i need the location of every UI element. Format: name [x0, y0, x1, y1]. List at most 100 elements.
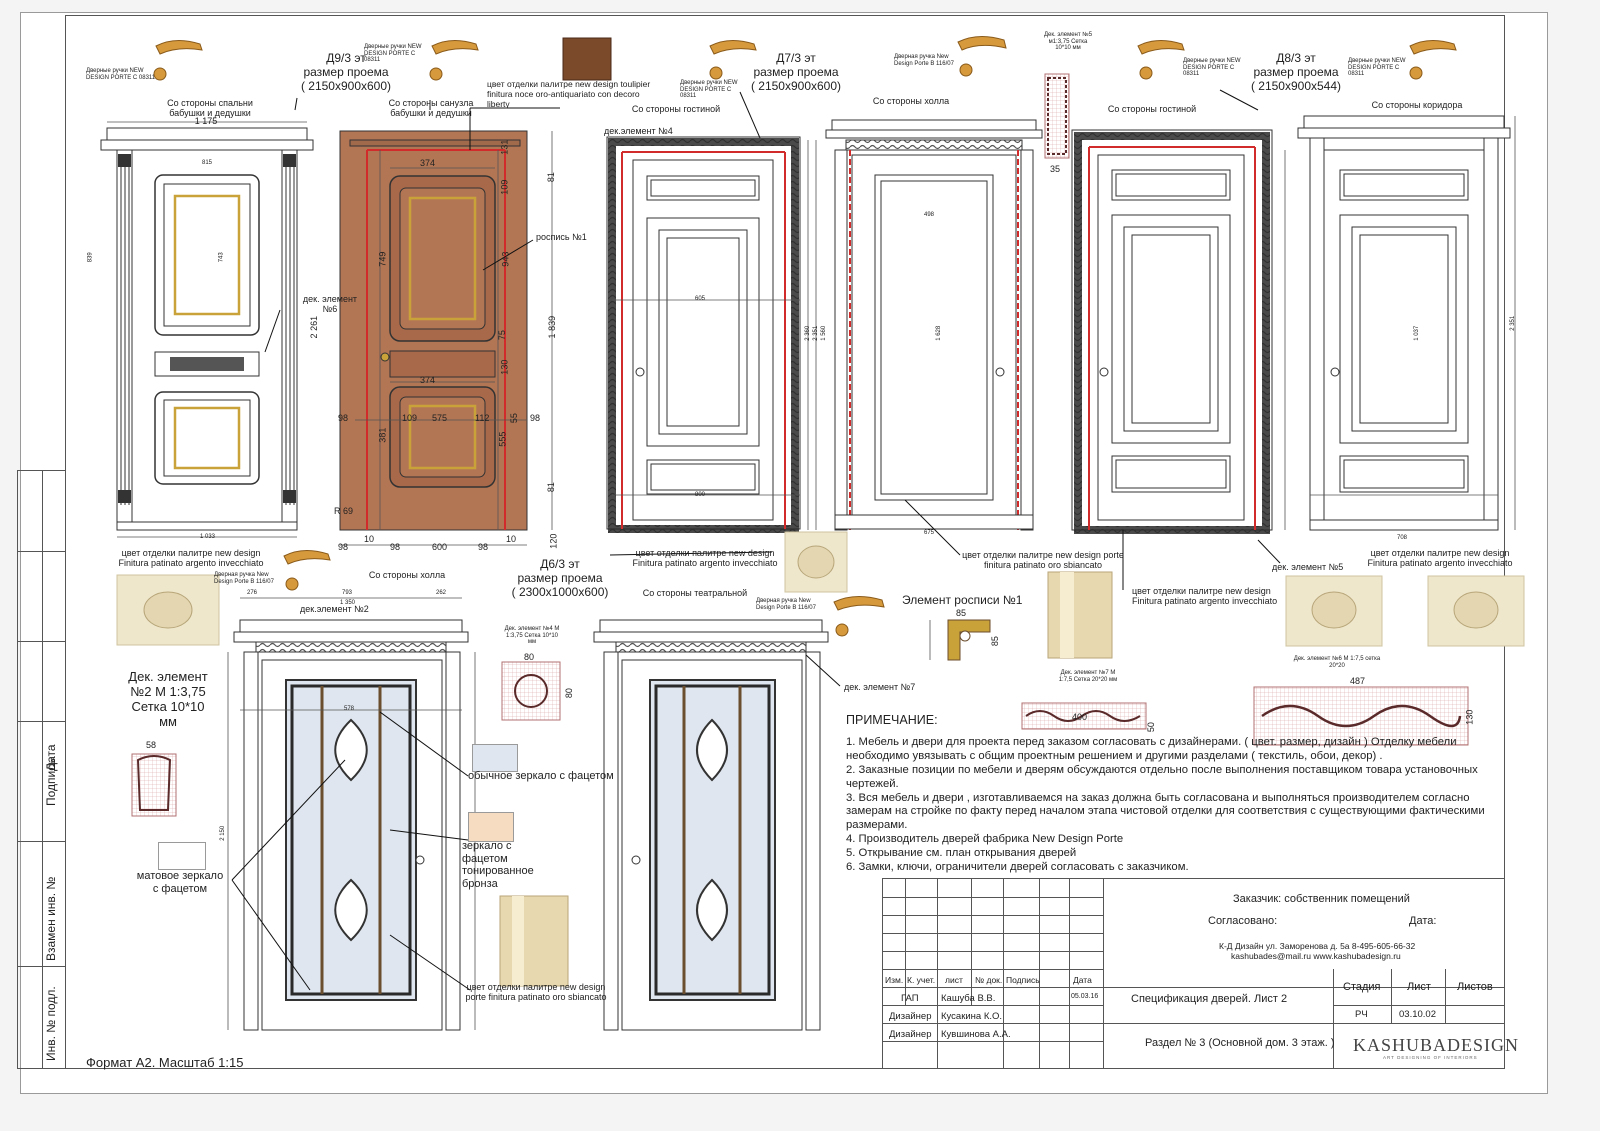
dec6-block-dim: 487 [1350, 676, 1366, 686]
door-d9-front [100, 127, 314, 531]
d9-dim-h3: 743 [218, 252, 225, 263]
dimension-lines [107, 116, 1516, 1030]
tb-row2-role: Дизайнер [889, 1011, 932, 1022]
d6-side-left: Со стороны холла [368, 570, 446, 580]
d7-handle-label-2: Дверная ручка New Design Porte В 116/07 [894, 54, 954, 67]
d9-dim-c: 575 [432, 413, 448, 423]
d9-dim-h: 1 839 [547, 315, 558, 339]
tb-section: Раздел № 3 (Основной дом. 3 этаж. ) [1145, 1037, 1335, 1049]
d9-finish-bottom: цвет отделки палитре new design Finitura… [118, 548, 264, 569]
tb-row3-role: Дизайнер [889, 1029, 932, 1040]
d7-dec5-dim: 35 [1050, 164, 1061, 174]
d9-handle-label: Дверные ручки NEW DESIGN PORTE C 08311 [86, 68, 156, 81]
d8-dim-a: 2 351 [1510, 315, 1517, 331]
tb-stage-label: Стадия [1343, 981, 1381, 993]
door-d6-front [233, 619, 469, 1031]
tb-col-6: Дата [1073, 975, 1092, 985]
tb-stage: РЧ [1355, 1009, 1368, 1020]
d9-dim-i5: 98 [478, 542, 489, 552]
notes-block: ПРИМЕЧАНИЕ: 1. Мебель и двери для проект… [846, 713, 1506, 875]
d9-dim-j: 600 [432, 542, 448, 552]
tb-customer: Заказчик: собственник помещений [1233, 893, 1410, 905]
d8-finish-right: цвет отделки палитре new design Finitura… [1367, 548, 1513, 569]
d9-finish-top: цвет отделки палитре new design toulipie… [487, 79, 651, 109]
d8-handle-label: Дверные ручки NEW DESIGN PORTE C 08311 [1183, 58, 1241, 78]
d9-dim-o: 81 [545, 172, 556, 183]
d8-subtitle: размер проема [1253, 65, 1339, 79]
d8-title: Д8/3 эт [1276, 51, 1316, 65]
d6-size: ( 2300x1000x600) [511, 585, 609, 599]
d9-dim-w2: 815 [202, 160, 213, 166]
d9-dim-n: 131 [499, 139, 510, 155]
d9-dim-p: 75 [496, 330, 507, 341]
d8-side-left: Со стороны гостиной [1107, 104, 1197, 114]
company-logo: KASHUBADESIGN [1353, 1035, 1520, 1055]
door-d7-back [825, 119, 1043, 531]
note-item-5: 5. Открывание см. план открывания дверей [846, 847, 1077, 860]
tb-row2-name: Кусакина К.О. [941, 1011, 1003, 1022]
d9-dim-e: 749 [377, 251, 388, 267]
d9-size: ( 2150x900x600) [300, 79, 392, 93]
door-d8-back [1297, 115, 1511, 531]
swatch-matte-mirror-label: матовое зеркало с фацетом [136, 870, 224, 895]
painting-block-dim: 85 [956, 608, 967, 618]
dec7-block-text: Дек. элемент №7 М 1:7,5 Сетка 20*20 мм [1058, 670, 1118, 683]
d9-dim-u: 112 [475, 413, 490, 423]
d7-subtitle: размер проема [753, 65, 839, 79]
d9-dim-k: 10 [364, 534, 375, 544]
d7-handle-label: Дверные ручки NEW DESIGN PORTE C 08311 [680, 80, 738, 100]
dec4-block-dim: 80 [524, 652, 535, 662]
d9-side-right: Со стороны санузла бабушки и дедушки [388, 98, 474, 119]
tb-agreed: Согласовано: [1208, 915, 1278, 927]
d9-dim-i4: 98 [390, 542, 401, 552]
d9-dim-i2: 98 [530, 413, 541, 423]
d7-size: ( 2150x900x600) [750, 79, 842, 93]
dec6-block-text: Дек. элемент №6 М 1:7,5 сетка 20*20 [1293, 656, 1381, 669]
d7-dec5: Дек. элемент №5 м1:3,75 Сетка 10*10 мм [1043, 32, 1093, 52]
tb-col-3: лист [945, 975, 963, 985]
dec-element-drawings [131, 73, 1469, 817]
d8-dec5: дек. элемент №5 [1272, 562, 1344, 572]
d9-subtitle: размер проема [303, 65, 389, 79]
swatch-bronze-mirror [468, 812, 514, 842]
dec2-block-dim: 58 [146, 740, 157, 750]
d9-dim-i3: 98 [338, 542, 349, 552]
tb-row1-role: ГАП [901, 993, 919, 1004]
door-d6-back [593, 619, 829, 1031]
d9-dim-x: 109 [402, 413, 418, 423]
d7-finish-left: цвет отделки палитре new design Finitura… [632, 548, 778, 569]
d6-dim-c: 276 [247, 590, 258, 596]
swatch-plain-mirror-label: обычное зеркало с фацетом [468, 770, 614, 782]
d7-dim-e: 2 360 [805, 325, 812, 341]
d9-dim-d: 943 [500, 251, 511, 267]
notes-heading: ПРИМЕЧАНИЕ: [846, 713, 938, 727]
d9-dim-o2: 81 [545, 482, 556, 493]
d7-dec4: дек.элемент №4 [604, 126, 673, 136]
d9-title: Д9/3 эт [326, 51, 366, 65]
d8-side-right: Со стороны коридора [1371, 100, 1463, 110]
dec4-block-text: Дек. элемент №4 М 1:3,75 Сетка 10*10 мм [504, 626, 560, 646]
d9-dim-b: 374 [420, 375, 436, 385]
d9-dim-s: 120 [548, 533, 559, 549]
d8-finish-left: цвет отделки палитре new design Finitura… [1132, 586, 1278, 607]
d6-dim-d: 262 [436, 590, 447, 596]
d9-dec-element: дек. элемент №6 [302, 294, 358, 315]
d9-dim-w1: 1 175 [194, 116, 218, 126]
side-stamp-strip: Подпись Дата Взамен инв. № Инв. № подл. [17, 470, 66, 1069]
d6-side-right: Со стороны театральной [642, 588, 748, 598]
d9-dim-f: 381 [377, 427, 388, 443]
tb-col-5: Подпись [1006, 975, 1040, 985]
tb-spec: Спецификация дверей. Лист 2 [1131, 993, 1288, 1005]
d9-dim-m: 109 [499, 179, 510, 195]
tb-col-1: Изм. [885, 975, 904, 985]
title-block: Изм. К. учет. лист № док. Подпись Дата Г… [882, 878, 1518, 1068]
d7-dim-d: 1 628 [936, 325, 943, 341]
d6-dim-e: 578 [344, 706, 355, 712]
tb-company: К-Д Дизайн ул. Заморенова д. 5а 8-495-60… [1219, 941, 1416, 951]
d6-dec2: дек.элемент №2 [300, 604, 369, 614]
d9-dim-q: 130 [499, 359, 510, 375]
d9-dim-a: 374 [420, 158, 436, 168]
door-d9-back-wood [339, 130, 528, 531]
tb-contacts: kashubades@mail.ru www.kashubadesign.ru [1231, 951, 1401, 961]
tb-col-2: К. учет. [907, 975, 936, 985]
